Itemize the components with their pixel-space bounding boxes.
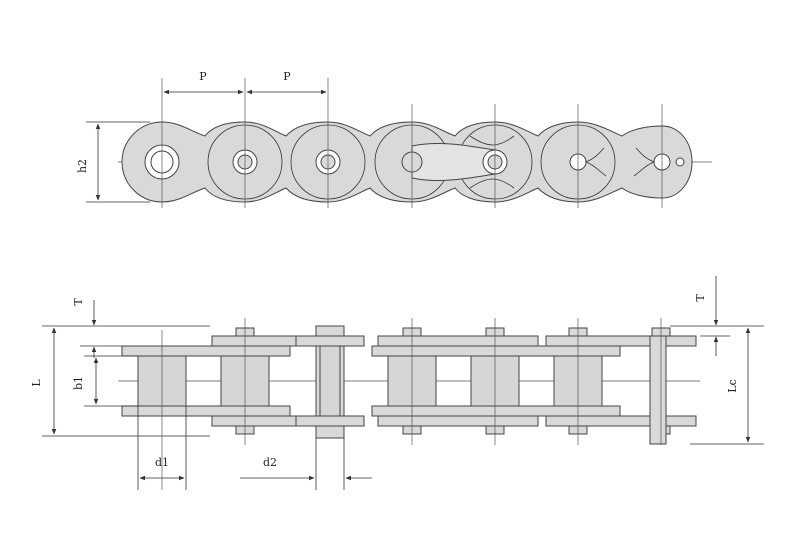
outer-plate-bottom-3 — [545, 415, 697, 427]
plan-view: T L b1 T Lc d1 d2 — [30, 276, 764, 490]
outer-plate-bottom-1 — [211, 415, 299, 427]
d1-label: d1 — [155, 456, 169, 469]
pitch-label-2: P — [283, 70, 291, 83]
cotter-6 — [585, 147, 607, 177]
pin-7-tip — [675, 157, 685, 167]
outer-plate-top-2 — [377, 335, 539, 347]
T-left-label: T — [72, 298, 85, 306]
outer-plate-top-1 — [211, 335, 299, 347]
clip-curve-top — [469, 135, 515, 146]
end-pin — [649, 335, 667, 445]
outer-plate-top-3 — [545, 335, 697, 347]
outer-plate-bottom-2 — [377, 415, 539, 427]
side-elevation-view: P P h2 — [76, 70, 712, 208]
d2-label: d2 — [263, 456, 277, 469]
cotter-7 — [633, 147, 655, 177]
inner-plate-bottom-2 — [371, 405, 621, 417]
connecting-roller — [319, 345, 341, 417]
inner-plate-top-1 — [121, 345, 291, 357]
T-right-label: T — [694, 294, 707, 302]
inner-plate-top-2 — [371, 345, 621, 357]
clip-curve-bottom — [469, 178, 515, 189]
Lc-label: Lc — [726, 379, 739, 392]
pitch-label-1: P — [199, 70, 207, 83]
inner-plate-bottom-1 — [121, 405, 291, 417]
h2-label: h2 — [76, 159, 89, 173]
L-label: L — [30, 379, 43, 387]
connecting-plate-top — [295, 335, 365, 347]
connecting-plate-bottom — [295, 415, 365, 427]
b1-label: b1 — [72, 376, 85, 390]
